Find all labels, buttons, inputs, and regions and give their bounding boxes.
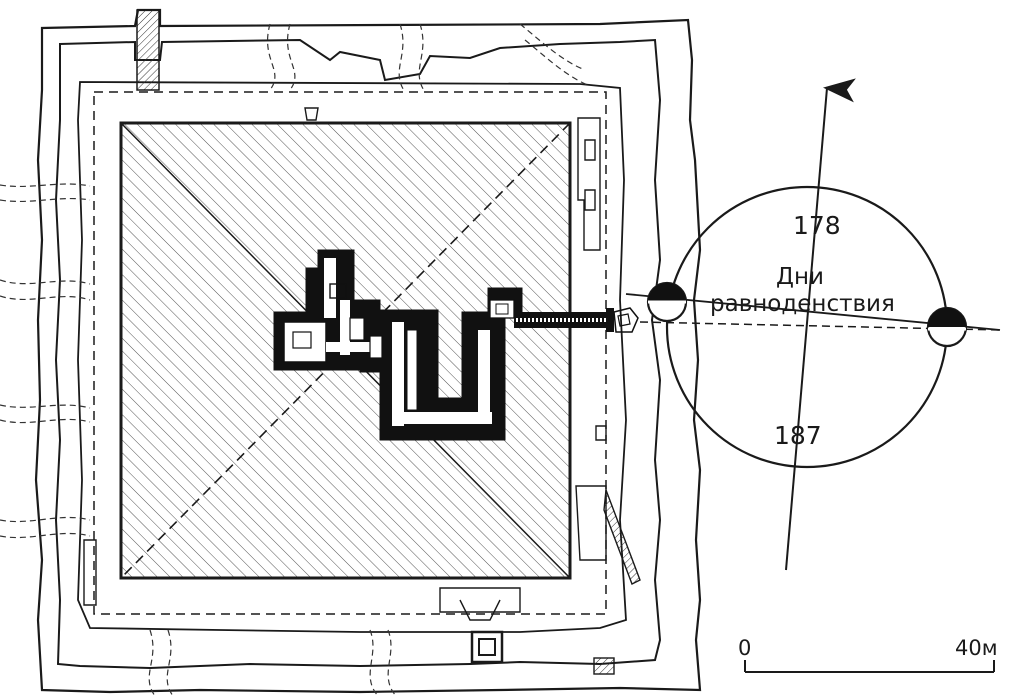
sun-east-icon <box>926 306 968 348</box>
interior-chambers <box>273 249 523 441</box>
south-west-ruins <box>83 107 615 675</box>
orientation-diagram: 178 187 Дни равноденствия <box>625 78 1001 571</box>
scale-bar-end: 40м <box>955 636 998 660</box>
north-shaft <box>136 9 160 91</box>
entrance-corridor <box>514 307 639 333</box>
equinox-label-line2: равноденствия <box>710 291 895 317</box>
sector-top-value: 178 <box>793 211 841 240</box>
enclosure-dashed-outline <box>93 91 607 615</box>
enclosure-wall <box>34 8 702 694</box>
trench-traces <box>0 23 591 696</box>
scale-bar <box>744 660 995 673</box>
east-side-ruins <box>575 117 641 585</box>
equinox-label-line1: Дни <box>776 264 824 290</box>
scale-bar-start: 0 <box>738 636 751 660</box>
north-axis-line <box>785 78 856 571</box>
sector-bottom-value: 187 <box>774 421 822 450</box>
sun-west-icon <box>646 281 688 323</box>
